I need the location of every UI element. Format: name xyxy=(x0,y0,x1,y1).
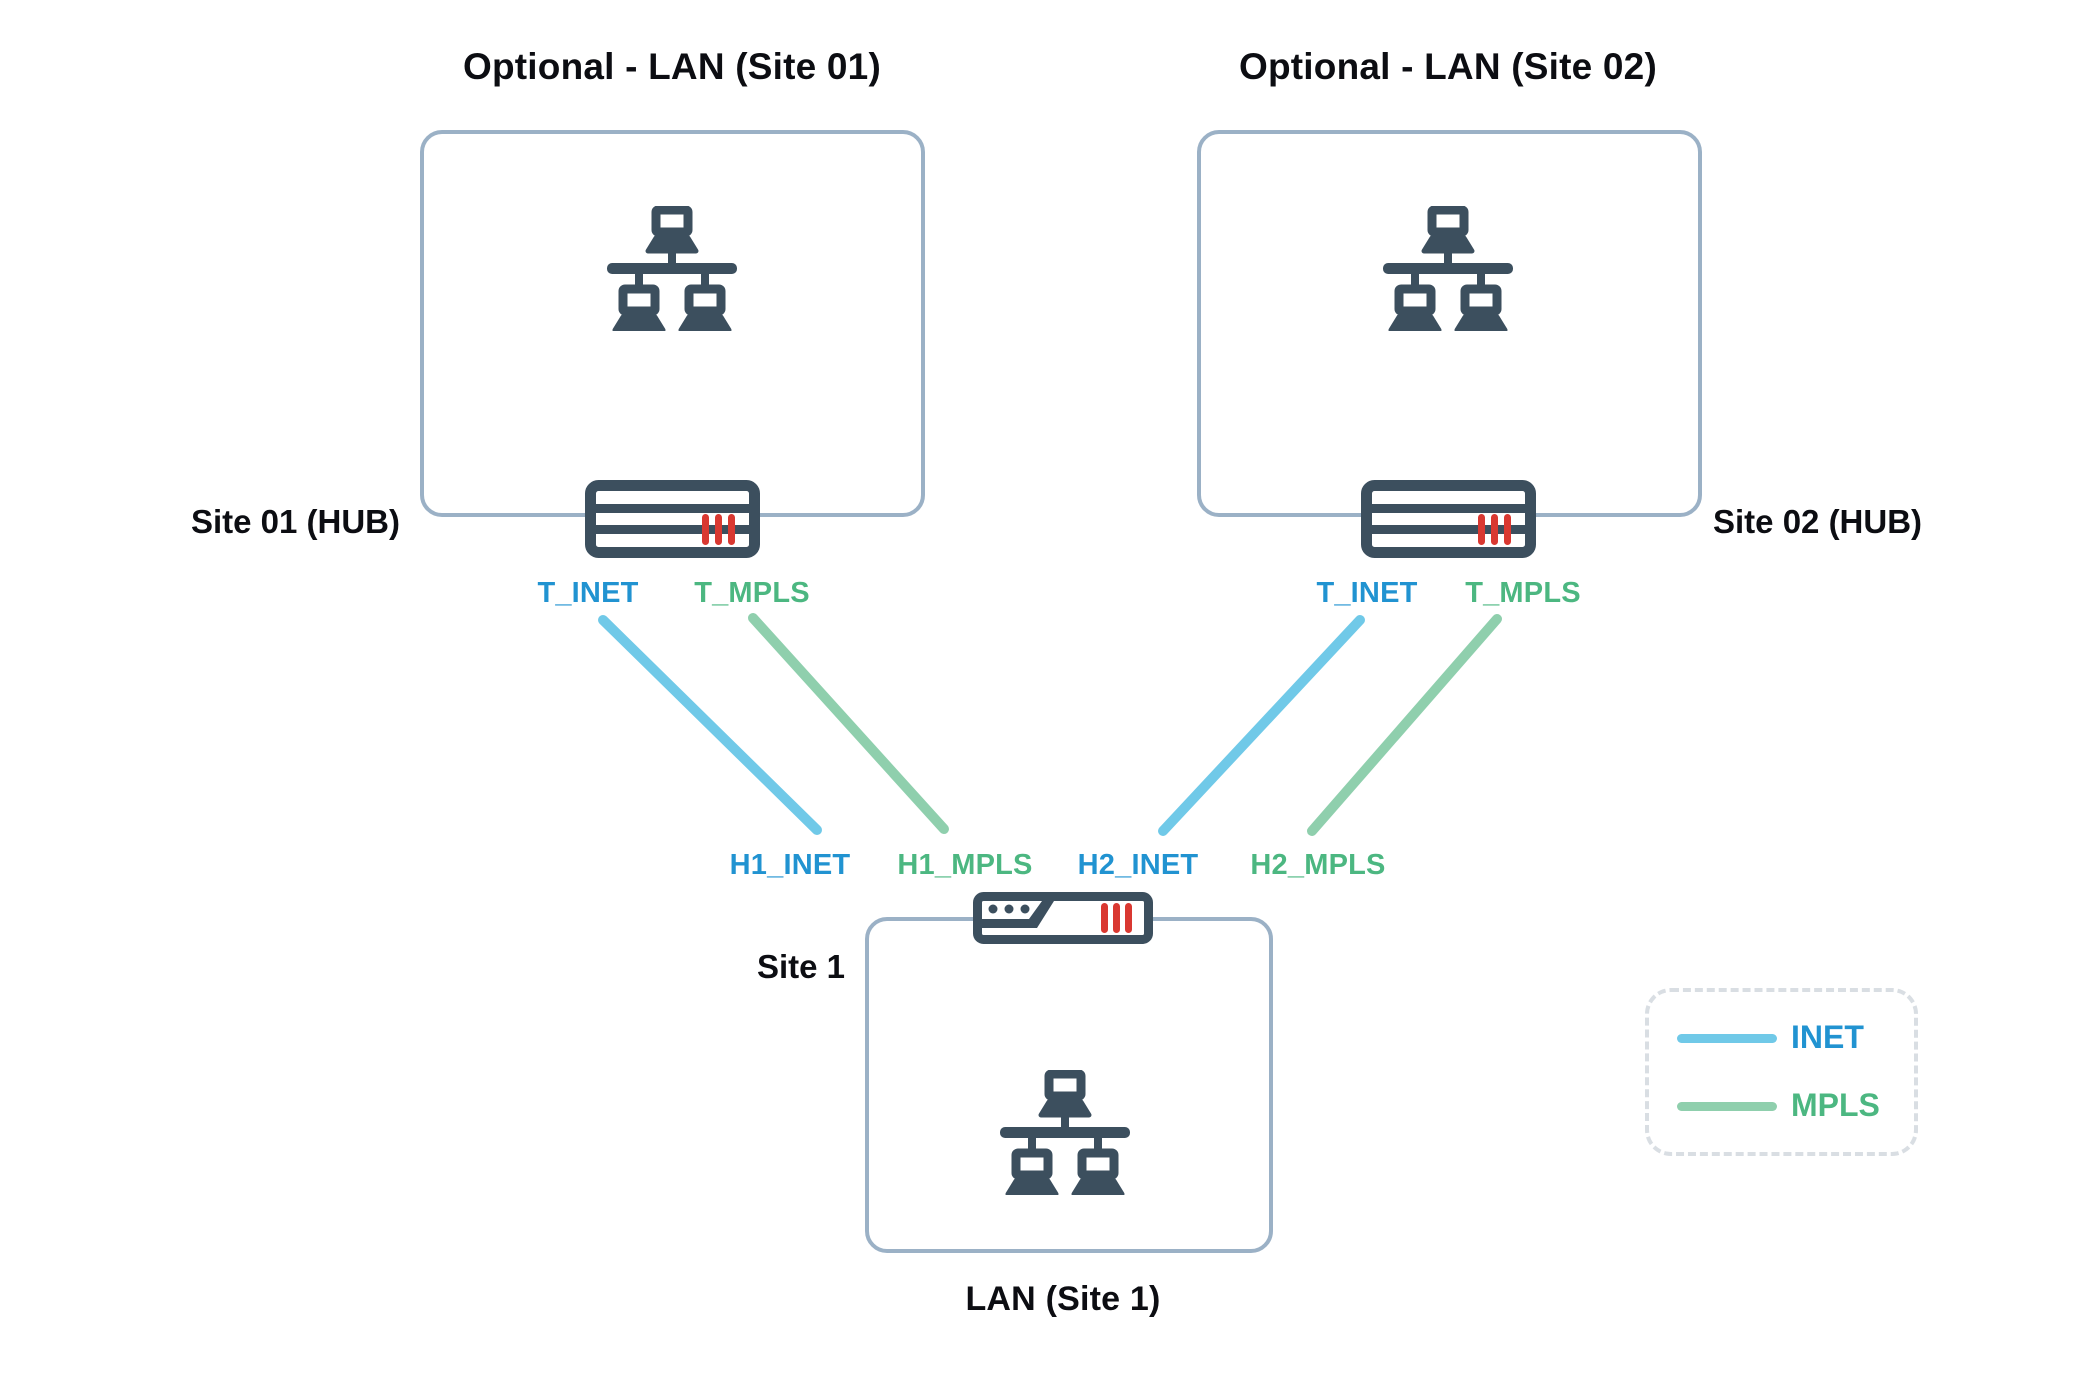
connection-line-mpls xyxy=(1307,614,1502,836)
site02-hub-label: Site 02 (HUB) xyxy=(1713,503,1923,540)
site1-port-h1-mpls: H1_MPLS xyxy=(897,849,1033,881)
site1-port-h1-inet: H1_INET xyxy=(729,849,851,881)
legend xyxy=(1645,988,1918,1156)
site02-port-t-inet: T_INET xyxy=(1316,577,1418,609)
lan-network-icon xyxy=(1000,1070,1130,1195)
site1-label: Site 1 xyxy=(756,948,845,985)
switch-icon xyxy=(1361,480,1536,558)
site02-port-t-mpls: T_MPLS xyxy=(1465,577,1581,609)
site1-lan-label: LAN (Site 1) xyxy=(965,1280,1161,1318)
router-icon xyxy=(973,892,1153,944)
site1-port-h2-mpls: H2_MPLS xyxy=(1250,849,1386,881)
switch-icon xyxy=(585,480,760,558)
legend-mpls-label: MPLS xyxy=(1791,1087,1880,1123)
site02-lan-title: Optional - LAN (Site 02) xyxy=(1239,46,1657,87)
lan-network-icon xyxy=(607,206,737,331)
legend-inet-label: INET xyxy=(1791,1019,1864,1055)
site01-hub-label: Site 01 (HUB) xyxy=(190,503,400,540)
legend-mpls-line-swatch xyxy=(1677,1102,1777,1111)
site01-port-t-mpls: T_MPLS xyxy=(694,577,810,609)
legend-inet-line-swatch xyxy=(1677,1034,1777,1043)
connection-line-inet xyxy=(1158,615,1365,836)
lan-network-icon xyxy=(1383,206,1513,331)
site1-port-h2-inet: H2_INET xyxy=(1077,849,1199,881)
connection-line-mpls xyxy=(748,613,949,834)
site01-port-t-inet: T_INET xyxy=(537,577,639,609)
connection-line-inet xyxy=(598,615,822,835)
site01-lan-title: Optional - LAN (Site 01) xyxy=(463,46,881,87)
